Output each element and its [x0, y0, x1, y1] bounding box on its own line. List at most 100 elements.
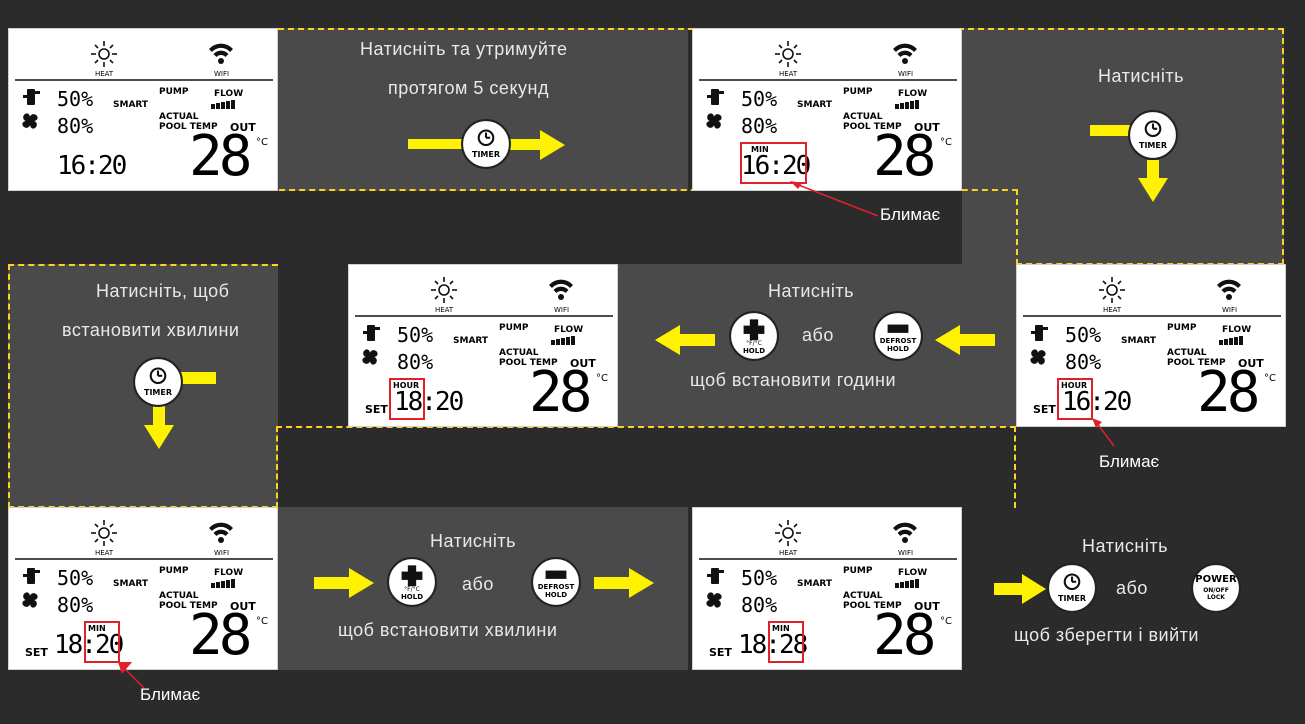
pointer-arrow-icon — [790, 181, 879, 217]
pool-temp-label: POOL TEMP — [843, 601, 902, 611]
out-label: OUT — [570, 357, 596, 370]
heat-label: HEAT — [779, 70, 798, 78]
blink-highlight — [389, 378, 425, 420]
min-tag: MIN — [751, 145, 769, 154]
actual-label: ACTUAL — [843, 591, 883, 601]
actual-label: ACTUAL — [499, 348, 539, 358]
flow-label: FLOW — [898, 89, 928, 99]
unit-label: °C — [940, 137, 952, 148]
or-text: або — [1116, 578, 1148, 598]
plus-hold-label: HOLD — [400, 593, 424, 601]
blink-label: Блимає — [1099, 452, 1160, 471]
arrow-right-icon — [314, 568, 374, 598]
humidity-value: 50% — [741, 87, 778, 111]
clock-display: 16:20 — [1062, 387, 1132, 417]
timer-button[interactable]: TIMER — [460, 118, 512, 170]
actual-label: ACTUAL — [843, 112, 883, 122]
clock-display: 18:20 — [54, 630, 124, 660]
flow-border-mid-bottom — [276, 426, 1016, 508]
step3-text-line2: щоб встановити години — [690, 370, 897, 390]
plus-hold-button[interactable]: °F/°C HOLD — [386, 556, 438, 608]
step1-text-line2: протягом 5 секунд — [388, 78, 549, 98]
wifi-label: WIFI — [554, 306, 570, 314]
timer-button-label: TIMER — [1057, 594, 1087, 603]
step1-text-line1: Натисніть та утримуйте — [360, 39, 568, 59]
arrow-down-icon — [1138, 160, 1168, 202]
flow-border-top-left — [8, 189, 1018, 265]
heat-label: HEAT — [779, 549, 798, 557]
or-text: або — [802, 325, 834, 345]
defrost-hold-label: HOLD — [886, 345, 910, 353]
actual-label: ACTUAL — [159, 591, 199, 601]
timer-button[interactable]: TIMER — [132, 356, 184, 408]
lcd-screen-1: HEAT WIFI 50% SMART PUMP FLOW 80% ACTUAL… — [8, 28, 278, 191]
timer-button-label: TIMER — [143, 388, 173, 397]
out-label: OUT — [230, 121, 256, 134]
actual-label: ACTUAL — [1167, 348, 1207, 358]
hour-tag: HOUR — [393, 381, 420, 390]
smart-label: SMART — [113, 579, 149, 589]
timer-button[interactable]: TIMER — [1127, 109, 1179, 161]
set-label: SET — [25, 646, 48, 659]
flow-label: FLOW — [214, 89, 244, 99]
arrow-left-icon — [655, 325, 715, 355]
defrost-hold-button[interactable]: DEFROST HOLD — [530, 556, 582, 608]
hour-tag: HOUR — [1061, 381, 1088, 390]
band-top-right — [962, 28, 1284, 264]
pool-temp-label: POOL TEMP — [159, 122, 218, 132]
unit-label: °C — [596, 373, 608, 384]
arrow-right-icon — [510, 130, 565, 160]
pool-temp-label: POOL TEMP — [1167, 358, 1226, 368]
temperature-display: 28 — [189, 124, 252, 189]
pump-label: PUMP — [159, 87, 189, 97]
set-label: SET — [1033, 403, 1056, 416]
fan-value: 80% — [741, 593, 778, 617]
defrost-hold-button[interactable]: DEFROST HOLD — [872, 310, 924, 362]
timer-button[interactable]: TIMER — [1046, 562, 1098, 614]
pump-label: PUMP — [159, 566, 189, 576]
lcd-screen-4: HEAT WIFI 50% SMART PUMP FLOW 80% ACTUAL… — [348, 264, 618, 427]
step6-text-line2: щоб зберегти і вийти — [1014, 625, 1199, 645]
pool-temp-label: POOL TEMP — [499, 358, 558, 368]
timer-button-label: TIMER — [471, 150, 501, 159]
flow-label: FLOW — [554, 325, 584, 335]
pump-label: PUMP — [843, 566, 873, 576]
step3-text-line1: Натисніть — [768, 281, 854, 301]
blink-label: Блимає — [880, 205, 941, 224]
flow-label: FLOW — [214, 568, 244, 578]
set-label: SET — [365, 403, 388, 416]
out-label: OUT — [914, 121, 940, 134]
arrow-right-icon — [408, 139, 468, 149]
humidity-value: 50% — [57, 87, 94, 111]
fan-value: 80% — [57, 114, 94, 138]
pump-label: PUMP — [1167, 323, 1197, 333]
blink-highlight — [768, 621, 804, 663]
wifi-label: WIFI — [898, 70, 914, 78]
lcd-screen-6: HEAT WIFI 50% SMART PUMP FLOW 80% ACTUAL… — [692, 507, 962, 670]
humidity-value: 50% — [741, 566, 778, 590]
lcd-screen-2: HEAT WIFI 50% SMART PUMP FLOW 80% ACTUAL… — [692, 28, 962, 191]
smart-label: SMART — [797, 100, 833, 110]
temperature-display: 28 — [873, 124, 936, 189]
plus-unit-label: °F/°C — [746, 340, 762, 347]
humidity-value: 50% — [1065, 323, 1102, 347]
arrow-right-icon — [994, 574, 1046, 604]
smart-label: SMART — [1121, 336, 1157, 346]
wifi-label: WIFI — [214, 70, 230, 78]
heat-label: HEAT — [435, 306, 454, 314]
step5-text-line1: Натисніть — [430, 531, 516, 551]
defrost-hold-label: HOLD — [544, 591, 568, 599]
blink-highlight — [1057, 378, 1093, 420]
temperature-display: 28 — [529, 360, 592, 425]
clock-display: 18:28 — [738, 630, 808, 660]
lcd-screen-3: HEAT WIFI 50% SMART PUMP FLOW 80% ACTUAL… — [1016, 264, 1286, 427]
arrow-left-icon — [935, 325, 995, 355]
out-label: OUT — [1238, 357, 1264, 370]
pointer-arrow-icon — [1092, 418, 1115, 447]
power-button[interactable]: POWER ON/OFF LOCK — [1190, 562, 1242, 614]
step5-text-line2: щоб встановити хвилини — [338, 620, 558, 640]
arrow-right-icon — [1090, 125, 1140, 136]
blink-highlight — [84, 621, 120, 663]
arrow-down-icon — [144, 405, 174, 449]
plus-hold-button[interactable]: °F/°C HOLD — [728, 310, 780, 362]
